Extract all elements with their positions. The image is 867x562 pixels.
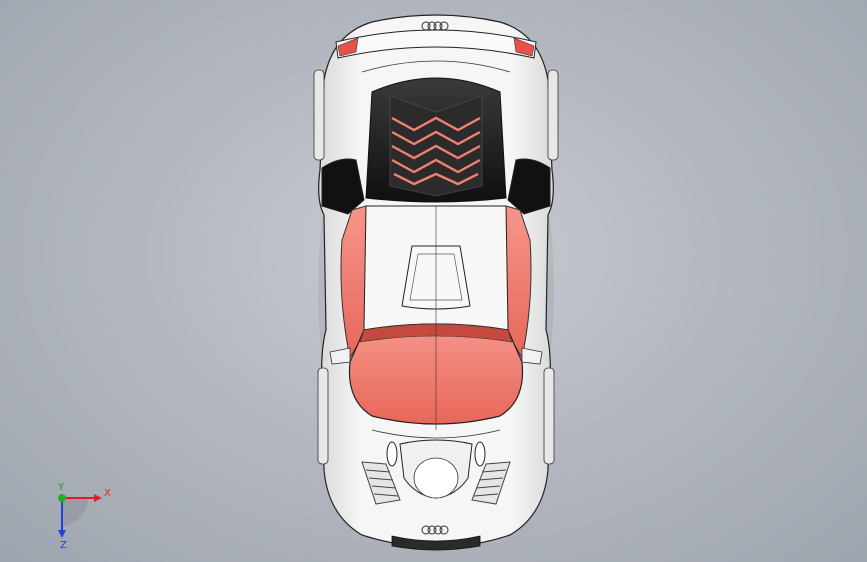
wheel-front-left	[317, 367, 329, 465]
triad-z-label: Z	[60, 540, 67, 550]
triad-y-axis-dot	[58, 494, 66, 502]
front-hole-left	[386, 441, 398, 467]
side-window-left	[340, 205, 367, 360]
triad-x-label: X	[104, 488, 111, 499]
triad-shadow	[62, 498, 89, 526]
front-badge	[421, 525, 449, 535]
orientation-triad[interactable]: X Y Z	[40, 480, 120, 550]
roof-scoop-inner	[409, 253, 463, 301]
rear-light-right	[513, 37, 535, 57]
side-intake-right	[507, 158, 551, 215]
rear-spoiler	[335, 29, 537, 59]
side-intake-left	[321, 158, 365, 215]
front-center-bulge	[413, 457, 459, 499]
headlight-right	[471, 461, 511, 505]
front-hood-line	[371, 429, 501, 439]
mirror-right	[521, 347, 543, 365]
side-window-right	[505, 205, 532, 360]
rear-deck-line	[361, 60, 511, 73]
engine-vent-stripes	[391, 116, 481, 186]
triad-z-arrow-icon	[58, 530, 66, 538]
wheel-front-right	[543, 367, 555, 465]
wheel-rear-right	[547, 69, 559, 161]
triad-y-label: Y	[57, 482, 65, 493]
front-hole-right	[474, 441, 486, 467]
roof-scoop	[401, 245, 471, 310]
mirror-left	[329, 347, 351, 365]
rear-badge	[421, 21, 449, 31]
headlight-left	[361, 461, 401, 505]
rear-light-left	[337, 37, 359, 57]
triad-x-arrow-icon	[94, 494, 102, 502]
front-splitter	[391, 535, 481, 551]
wheel-rear-left	[313, 69, 325, 161]
